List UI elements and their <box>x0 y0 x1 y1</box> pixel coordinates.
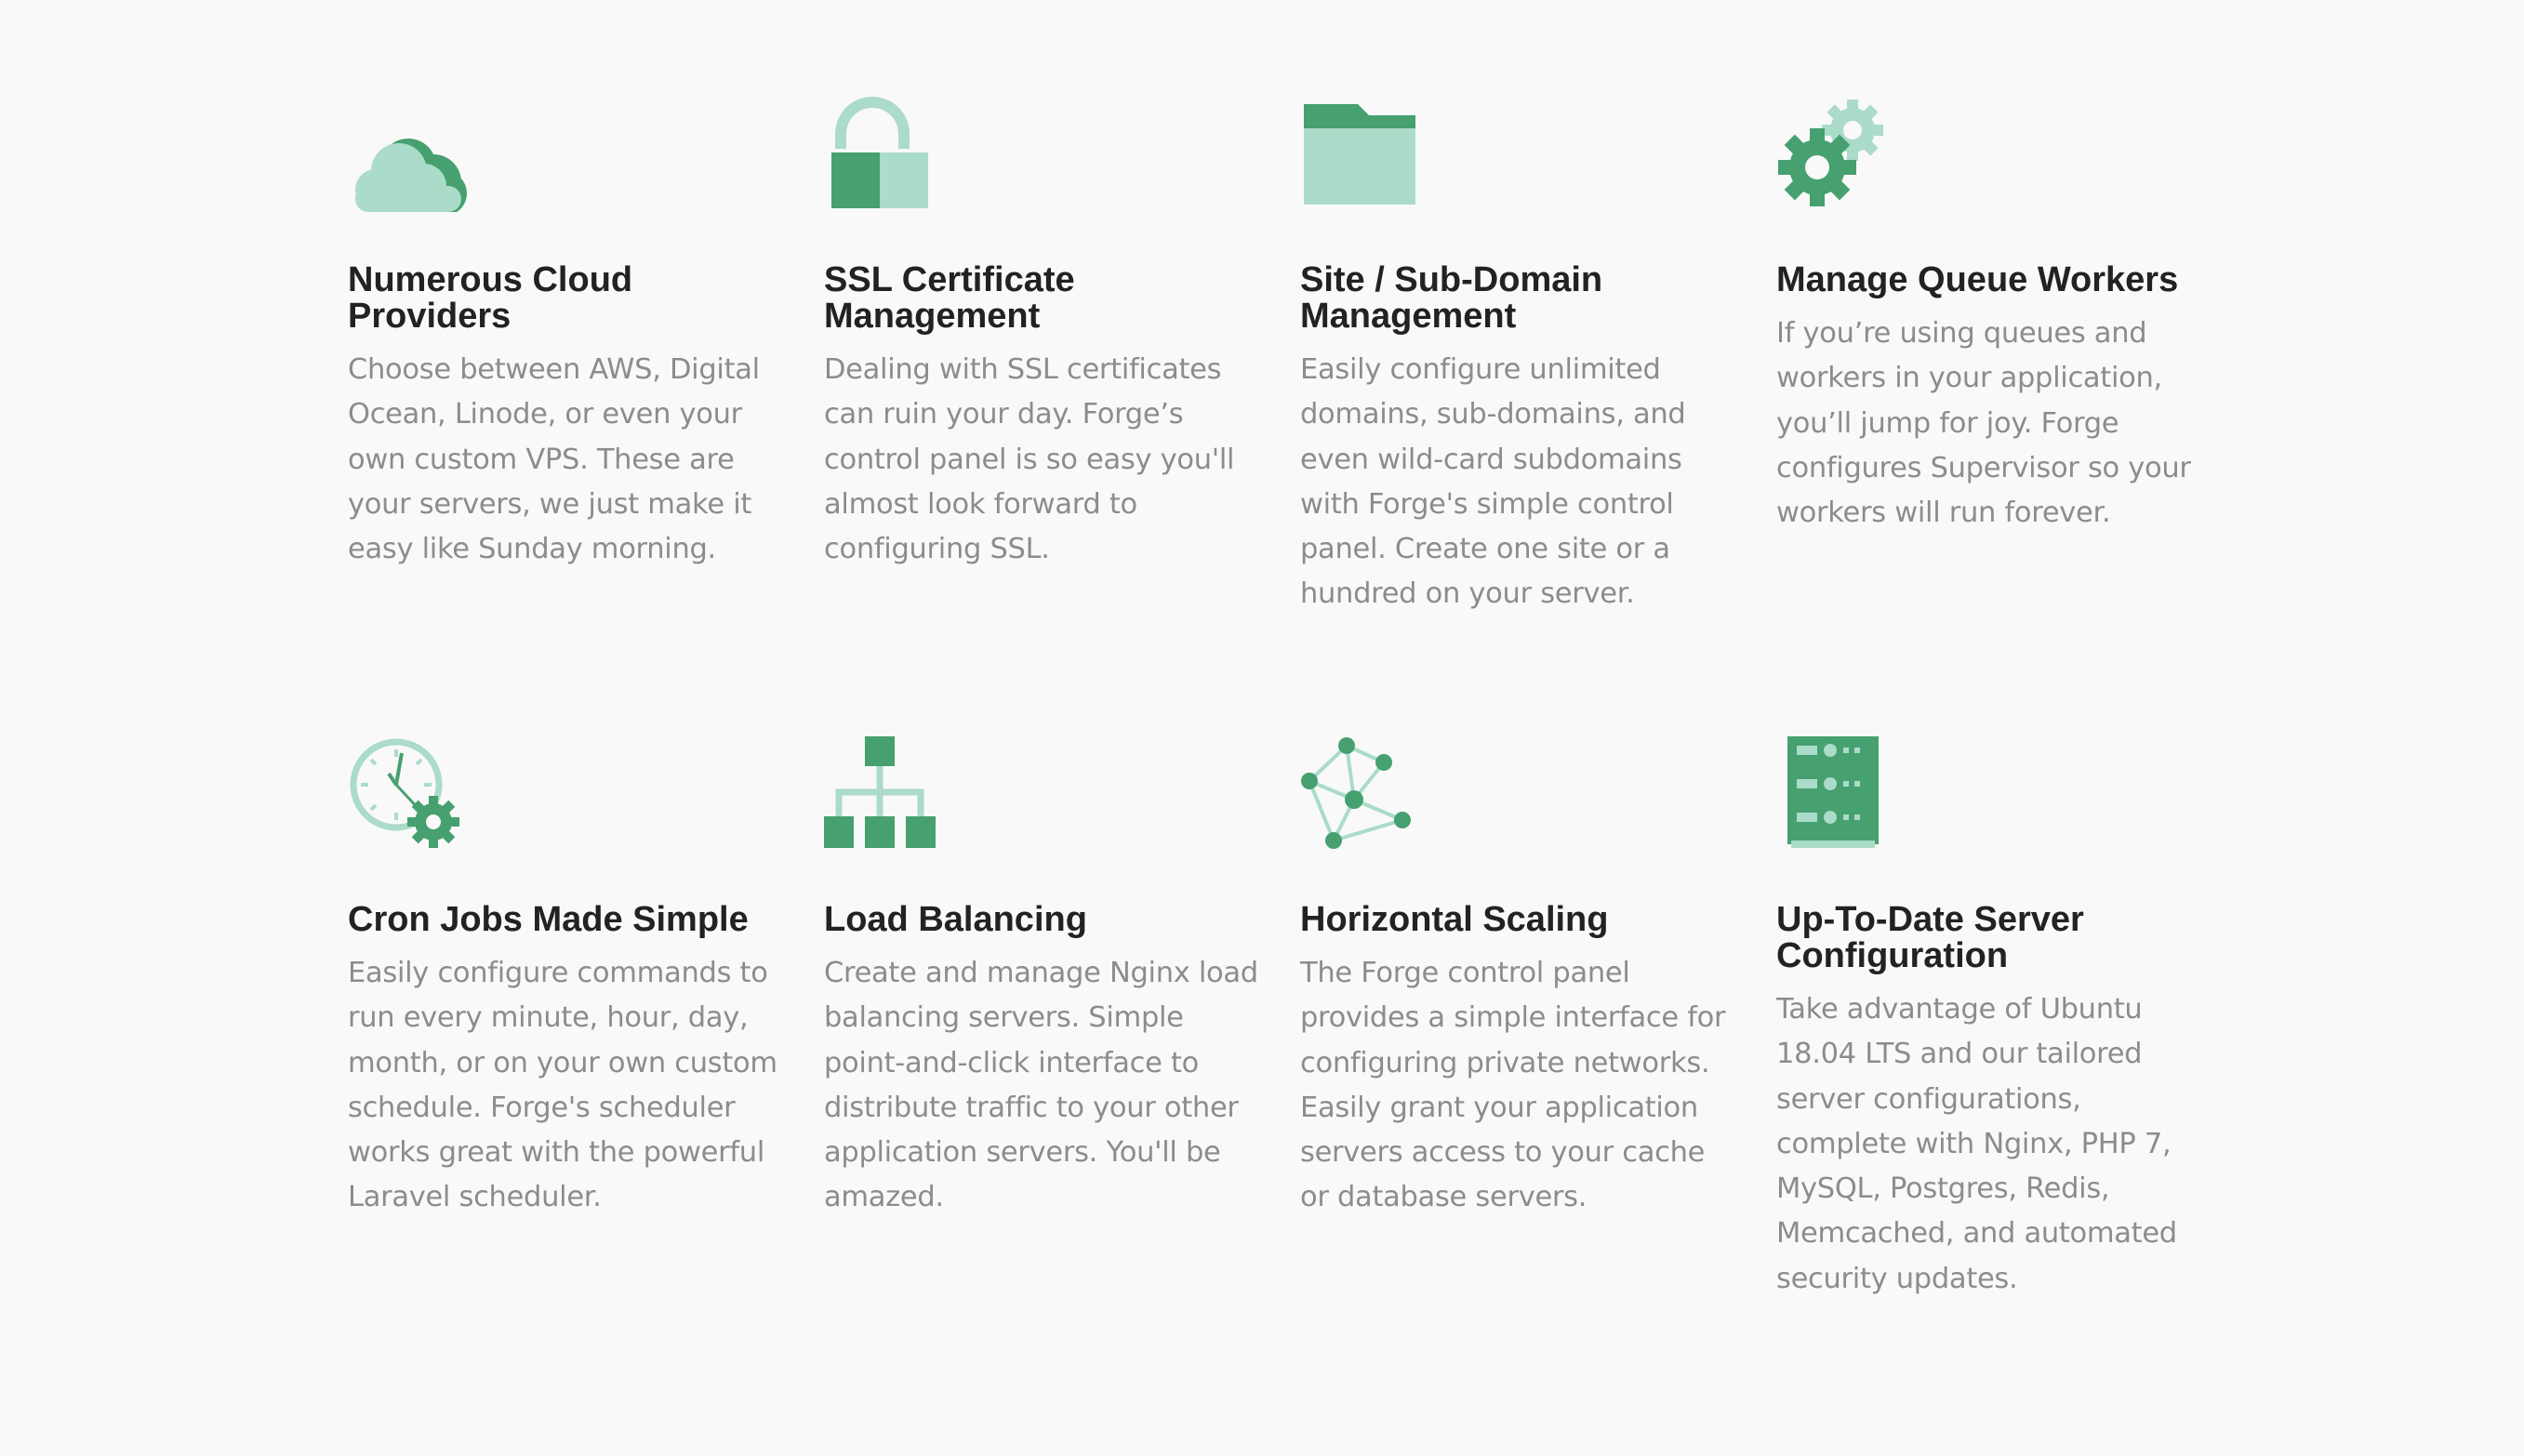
feature-title: Load Balancing <box>824 900 1087 939</box>
feature-cloud-providers: Numerous Cloud Providers Choose between … <box>348 97 824 736</box>
feature-title: Up-To-Date Server Configuration <box>1776 900 2084 975</box>
feature-description: The Forge control panel provides a simpl… <box>1300 957 1726 1214</box>
feature-load-balancing: Load Balancing Create and manage Nginx l… <box>824 736 1300 1294</box>
feature-description: Take advantage of Ubuntu 18.04 LTS and o… <box>1776 993 2177 1295</box>
features-grid: Numerous Cloud Providers Choose between … <box>348 97 2252 1295</box>
folder-icon <box>1300 97 1430 212</box>
feature-description: Easily configure unlimited domains, sub-… <box>1300 353 1686 611</box>
feature-description: If you’re using queues and workers in yo… <box>1776 317 2191 530</box>
feature-queue-workers: Manage Queue Workers If you’re using que… <box>1776 97 2252 736</box>
clock-gear-icon <box>348 736 478 852</box>
feature-ssl: SSL Certificate Management Dealing with … <box>824 97 1300 736</box>
lock-icon <box>824 97 954 212</box>
feature-description: Easily configure commands to run every m… <box>348 957 777 1214</box>
load-balancer-icon <box>824 736 954 852</box>
feature-site-management: Site / Sub-Domain Management Easily conf… <box>1300 97 1776 736</box>
feature-horizontal-scaling: Horizontal Scaling The Forge control pan… <box>1300 736 1776 1294</box>
network-icon <box>1300 736 1430 852</box>
feature-title: Horizontal Scaling <box>1300 900 1609 939</box>
cloud-icon <box>348 97 478 212</box>
feature-cron-jobs: Cron Jobs Made Simple Easily configure c… <box>348 736 824 1294</box>
feature-title: SSL Certificate Management <box>824 260 1075 336</box>
feature-description: Choose between AWS, Digital Ocean, Linod… <box>348 353 760 566</box>
feature-title: Cron Jobs Made Simple <box>348 900 749 939</box>
feature-description: Create and manage Nginx load balancing s… <box>824 957 1258 1214</box>
feature-title: Manage Queue Workers <box>1776 260 2179 299</box>
feature-server-configuration: Up-To-Date Server Configuration Take adv… <box>1776 736 2252 1295</box>
feature-title: Site / Sub-Domain Management <box>1300 260 1603 336</box>
server-rack-icon <box>1776 736 1906 852</box>
gears-icon <box>1776 97 1906 212</box>
feature-title: Numerous Cloud Providers <box>348 260 633 336</box>
feature-description: Dealing with SSL certificates can ruin y… <box>824 353 1235 566</box>
